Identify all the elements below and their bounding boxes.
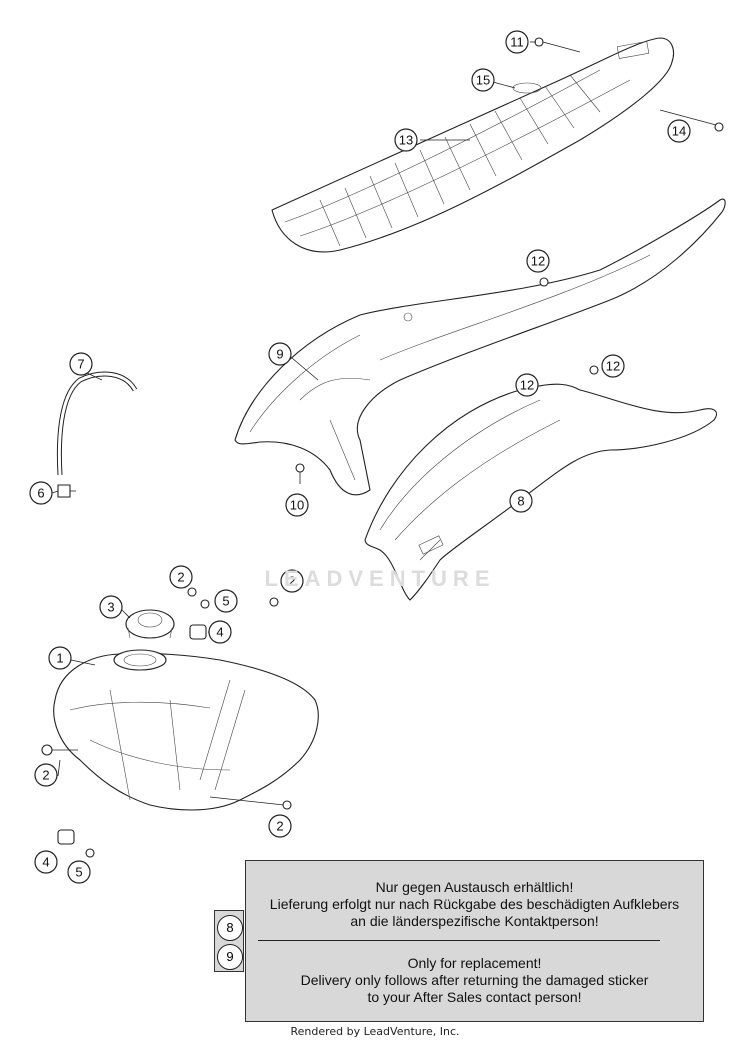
- notice-en-line-3: to your After Sales contact person!: [367, 989, 582, 1005]
- notice-de-line-3: an die länderspezifische Kontaktperson!: [350, 913, 599, 929]
- callout-1: 1: [48, 646, 72, 670]
- callout-7: 7: [69, 352, 93, 376]
- callout-2-d: 2: [268, 814, 292, 838]
- callout-9: 9: [268, 342, 292, 366]
- svg-text:8: 8: [517, 494, 524, 509]
- svg-text:2: 2: [288, 574, 295, 589]
- notice-en-line-2: Delivery only follows after returning th…: [300, 972, 649, 988]
- callout-11: 11: [505, 30, 529, 54]
- svg-text:6: 6: [37, 486, 44, 501]
- notice-divider: [258, 940, 660, 941]
- svg-text:13: 13: [399, 133, 413, 148]
- notice-part-tags: 8 9: [214, 910, 244, 972]
- screw-2a[interactable]: [187, 587, 197, 597]
- notice-english: Only for replacement! Delivery only foll…: [246, 955, 703, 1006]
- svg-text:11: 11: [510, 35, 524, 50]
- replacement-notice: Nur gegen Austausch erhältlich! Lieferun…: [245, 860, 704, 1022]
- callout-8: 8: [509, 489, 533, 513]
- svg-text:1: 1: [56, 651, 63, 666]
- svg-text:3: 3: [107, 600, 114, 615]
- callout-10: 10: [285, 493, 309, 517]
- callout-4-a: 4: [208, 620, 232, 644]
- svg-text:12: 12: [520, 378, 534, 393]
- watermark-text: LEADVENTURE: [264, 566, 496, 591]
- svg-text:9: 9: [276, 347, 283, 362]
- seat-screw-11[interactable]: [534, 37, 581, 53]
- notice-en-line-1: Only for replacement!: [407, 955, 542, 971]
- svg-text:5: 5: [75, 865, 82, 880]
- svg-text:4: 4: [42, 855, 49, 870]
- callout-3: 3: [99, 595, 123, 619]
- seat-part[interactable]: [271, 37, 675, 253]
- screw-2d[interactable]: [209, 796, 292, 810]
- seat-bolt-14[interactable]: [659, 109, 724, 132]
- callout-14: 14: [667, 119, 691, 143]
- callout-12-c: 12: [515, 373, 539, 397]
- svg-text:15: 15: [476, 73, 490, 88]
- svg-text:7: 7: [77, 357, 84, 372]
- svg-text:5: 5: [222, 594, 229, 609]
- notice-tag-9: 9: [217, 944, 243, 970]
- svg-text:14: 14: [672, 124, 686, 139]
- svg-text:2: 2: [177, 570, 184, 585]
- screw-5b[interactable]: [85, 848, 95, 858]
- fitting-6[interactable]: [57, 484, 76, 498]
- breather-hose-part[interactable]: [56, 371, 138, 476]
- callout-2-b: 2: [280, 569, 304, 593]
- notice-tag-8: 8: [217, 915, 243, 941]
- bushing-4b[interactable]: [57, 829, 75, 845]
- footer-credit: Rendered by LeadVenture, Inc.: [290, 1025, 460, 1038]
- svg-text:2: 2: [276, 819, 283, 834]
- callout-5-a: 5: [214, 589, 238, 613]
- svg-text:2: 2: [42, 768, 49, 783]
- screw-12-a[interactable]: [539, 277, 549, 287]
- callout-12-b: 12: [601, 354, 625, 378]
- svg-text:10: 10: [290, 498, 304, 513]
- callout-4-b: 4: [34, 850, 58, 874]
- screw-2b[interactable]: [269, 597, 279, 607]
- notice-de-line-2: Lieferung erfolgt nur nach Rückgabe des …: [269, 896, 680, 912]
- callout-6: 6: [29, 481, 53, 505]
- callout-5-b: 5: [67, 860, 91, 884]
- screw-12-b[interactable]: [589, 365, 599, 375]
- screw-10[interactable]: [295, 463, 305, 484]
- svg-text:12: 12: [606, 359, 620, 374]
- callout-12-a: 12: [526, 249, 550, 273]
- fuel-cap-part[interactable]: [125, 609, 175, 639]
- notice-de-line-1: Nur gegen Austausch erhältlich!: [375, 879, 574, 895]
- svg-text:4: 4: [216, 625, 223, 640]
- leader-lines: [51, 41, 536, 777]
- notice-german: Nur gegen Austausch erhältlich! Lieferun…: [246, 879, 703, 930]
- callout-2-c: 2: [34, 763, 58, 787]
- callout-15: 15: [471, 68, 495, 92]
- side-cover-part[interactable]: [234, 198, 726, 496]
- bushing-4a[interactable]: [189, 624, 207, 640]
- svg-text:12: 12: [531, 254, 545, 269]
- screw-5a[interactable]: [200, 599, 210, 609]
- callout-13: 13: [394, 128, 418, 152]
- fuel-tank-part[interactable]: [41, 649, 319, 811]
- callout-2-a: 2: [169, 565, 193, 589]
